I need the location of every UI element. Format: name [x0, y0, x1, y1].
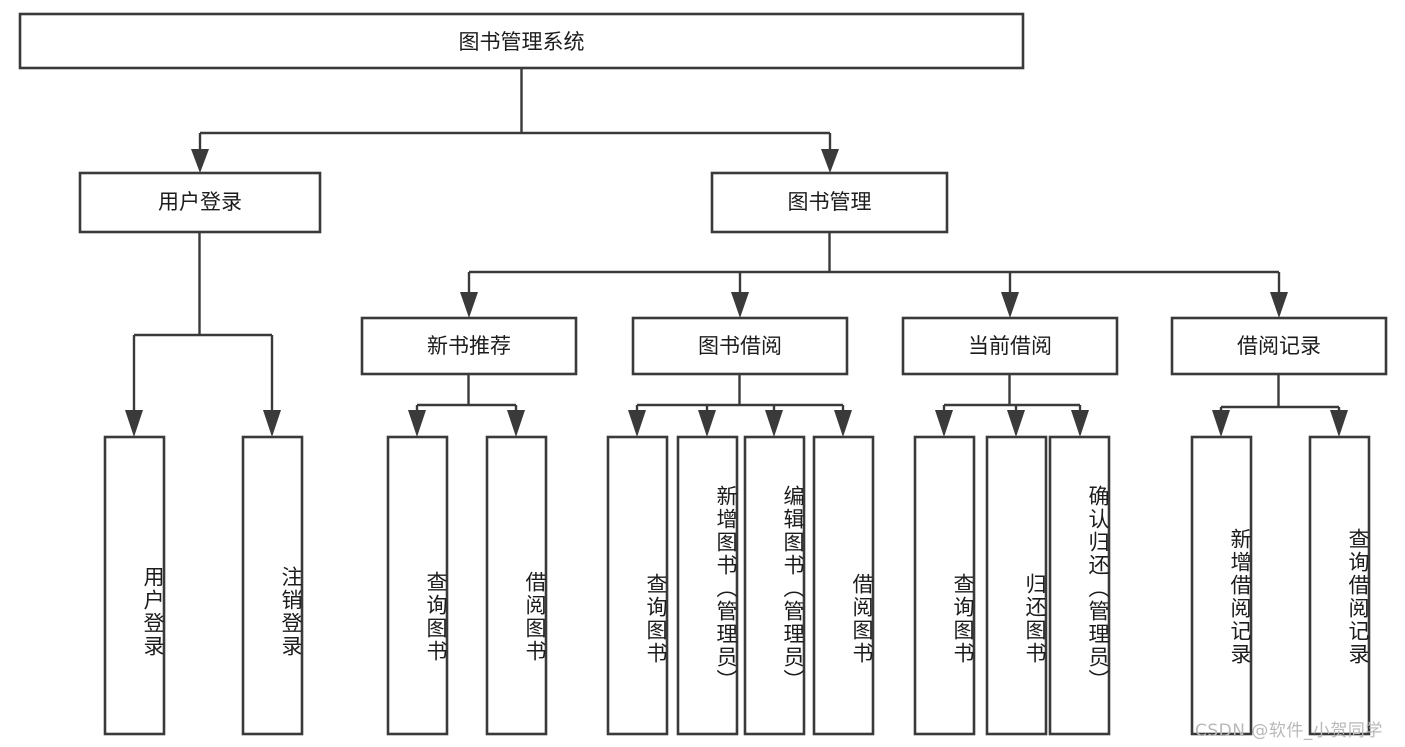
arrow-record-add [1212, 410, 1230, 437]
node-user-login-label: 用户登录 [158, 190, 242, 214]
leaf-box-borrow-book-1[interactable] [485, 435, 548, 736]
leaf-box-add-record[interactable] [1190, 435, 1253, 736]
node-current-borrow-label: 当前借阅 [968, 334, 1052, 358]
leaf-box-borrow-book-2[interactable] [812, 435, 875, 736]
arrow-to-book-mgmt [821, 149, 839, 173]
leaf-box-layer [103, 435, 1371, 736]
leaf-box-query-book-1[interactable] [386, 435, 449, 736]
arrow-current-query [935, 410, 953, 437]
leaf-box-query-book-2[interactable] [606, 435, 669, 736]
arrow-borrow-lend [834, 410, 852, 437]
node-book-borrow[interactable]: 图书借阅 [631, 316, 849, 376]
node-current-borrow-box[interactable] [901, 316, 1119, 376]
leaf-box-query-record[interactable] [1308, 435, 1371, 736]
node-current-borrow[interactable]: 当前借阅 [901, 316, 1119, 376]
node-book-borrow-label: 图书借阅 [698, 334, 782, 358]
leaf-box-add-book[interactable] [676, 435, 739, 736]
arrow-to-newbook [460, 292, 478, 318]
node-borrow-record-label: 借阅记录 [1237, 334, 1321, 358]
leaf-box-user-login[interactable] [103, 435, 166, 736]
arrow-to-borrow [731, 292, 749, 318]
leaf-box-logout[interactable] [241, 435, 304, 736]
arrow-borrow-query [628, 410, 646, 437]
node-book-management-box[interactable] [710, 171, 949, 234]
node-borrow-record[interactable]: 借阅记录 [1170, 316, 1388, 376]
leaf-box-return-book[interactable] [985, 435, 1048, 736]
arrow-to-current [1001, 292, 1019, 318]
arrow-newbook-borrow [507, 410, 525, 437]
arrow-record-query [1330, 410, 1348, 437]
arrow-borrow-add [698, 410, 716, 437]
arrow-to-record [1270, 292, 1288, 318]
arrow-current-confirm [1071, 410, 1089, 437]
node-new-book-recommend-label: 新书推荐 [427, 334, 511, 358]
arrow-to-leaf-user-login [125, 410, 143, 437]
node-root[interactable]: 图书管理系统 [18, 12, 1025, 70]
leaf-box-edit-book[interactable] [743, 435, 806, 736]
arrow-current-return [1007, 410, 1025, 437]
node-root-box[interactable] [18, 12, 1025, 70]
node-book-borrow-box[interactable] [631, 316, 849, 376]
node-new-book-recommend-box[interactable] [360, 316, 578, 376]
node-book-management[interactable]: 图书管理 [710, 171, 949, 234]
arrow-borrow-edit [765, 410, 783, 437]
arrow-to-user-login [191, 149, 209, 173]
arrow-to-leaf-logout [263, 410, 281, 437]
node-user-login-box[interactable] [78, 171, 322, 234]
node-borrow-record-box[interactable] [1170, 316, 1388, 376]
leaf-box-query-book-3[interactable] [913, 435, 976, 736]
leaf-box-confirm-return[interactable] [1048, 435, 1111, 736]
node-user-login[interactable]: 用户登录 [78, 171, 322, 234]
arrow-newbook-query [408, 410, 426, 437]
node-root-label: 图书管理系统 [459, 30, 585, 54]
node-book-management-label: 图书管理 [788, 190, 872, 214]
csdn-watermark: CSDN @软件_小贺同学 [1195, 721, 1383, 741]
connector-layer [125, 68, 1348, 437]
node-new-book-recommend[interactable]: 新书推荐 [360, 316, 578, 376]
